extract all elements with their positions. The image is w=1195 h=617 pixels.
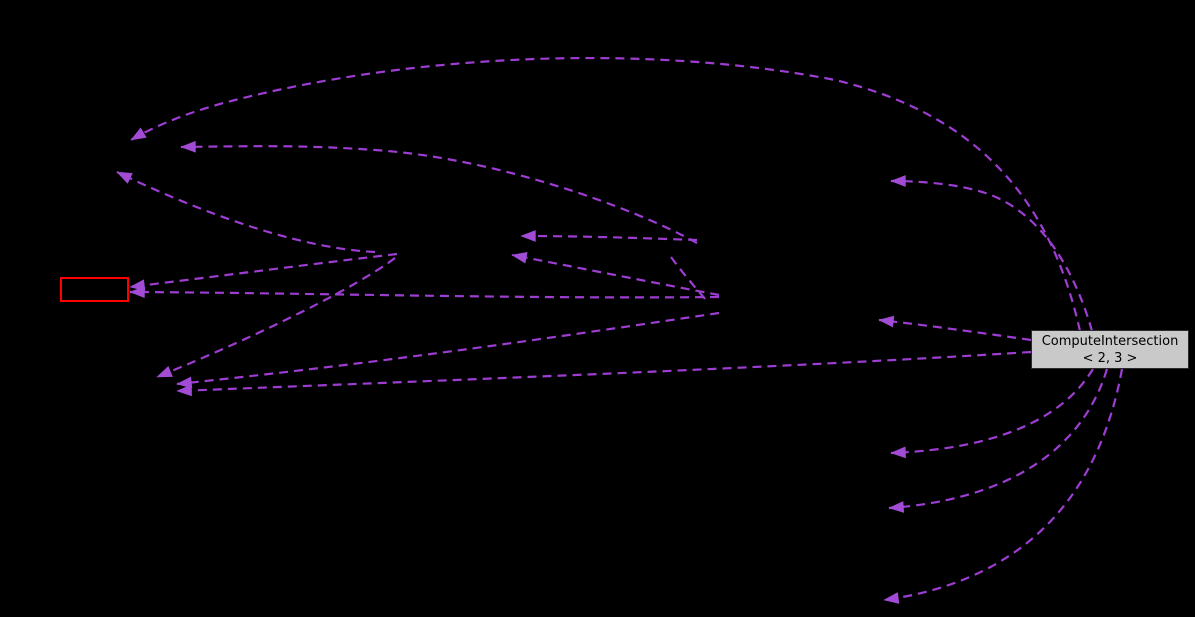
edge-box-fan-1 — [890, 368, 1094, 459]
highlighted-current-node — [60, 277, 129, 302]
edge-right-to-lowleft — [176, 311, 720, 389]
edge-junction-to-redbox — [129, 252, 398, 292]
edge-box-to-lowleft — [176, 350, 1032, 397]
edge-right-to-redbox — [129, 286, 720, 299]
edge-box-fan-2 — [888, 368, 1109, 513]
edge-junction-to-upleft — [116, 171, 376, 254]
node-label-line1: ComputeIntersection — [1041, 333, 1179, 349]
edge-junction-to-lowleft — [156, 257, 396, 379]
edge-center-to-topleft — [180, 140, 698, 244]
edge-top-inner-sweep — [890, 175, 1094, 332]
edge-top-outer-sweep — [130, 56, 1082, 332]
edge-center-connector — [670, 256, 707, 301]
edge-box-fan-3 — [883, 368, 1124, 604]
edge-center-left-upper — [520, 230, 698, 242]
node-label-line2: < 2, 3 > — [1082, 350, 1138, 366]
compute-intersection-node[interactable]: ComputeIntersection < 2, 3 > — [1031, 330, 1189, 369]
edge-center-left-lower — [511, 251, 720, 297]
edge-box-to-midnode — [878, 315, 1032, 342]
